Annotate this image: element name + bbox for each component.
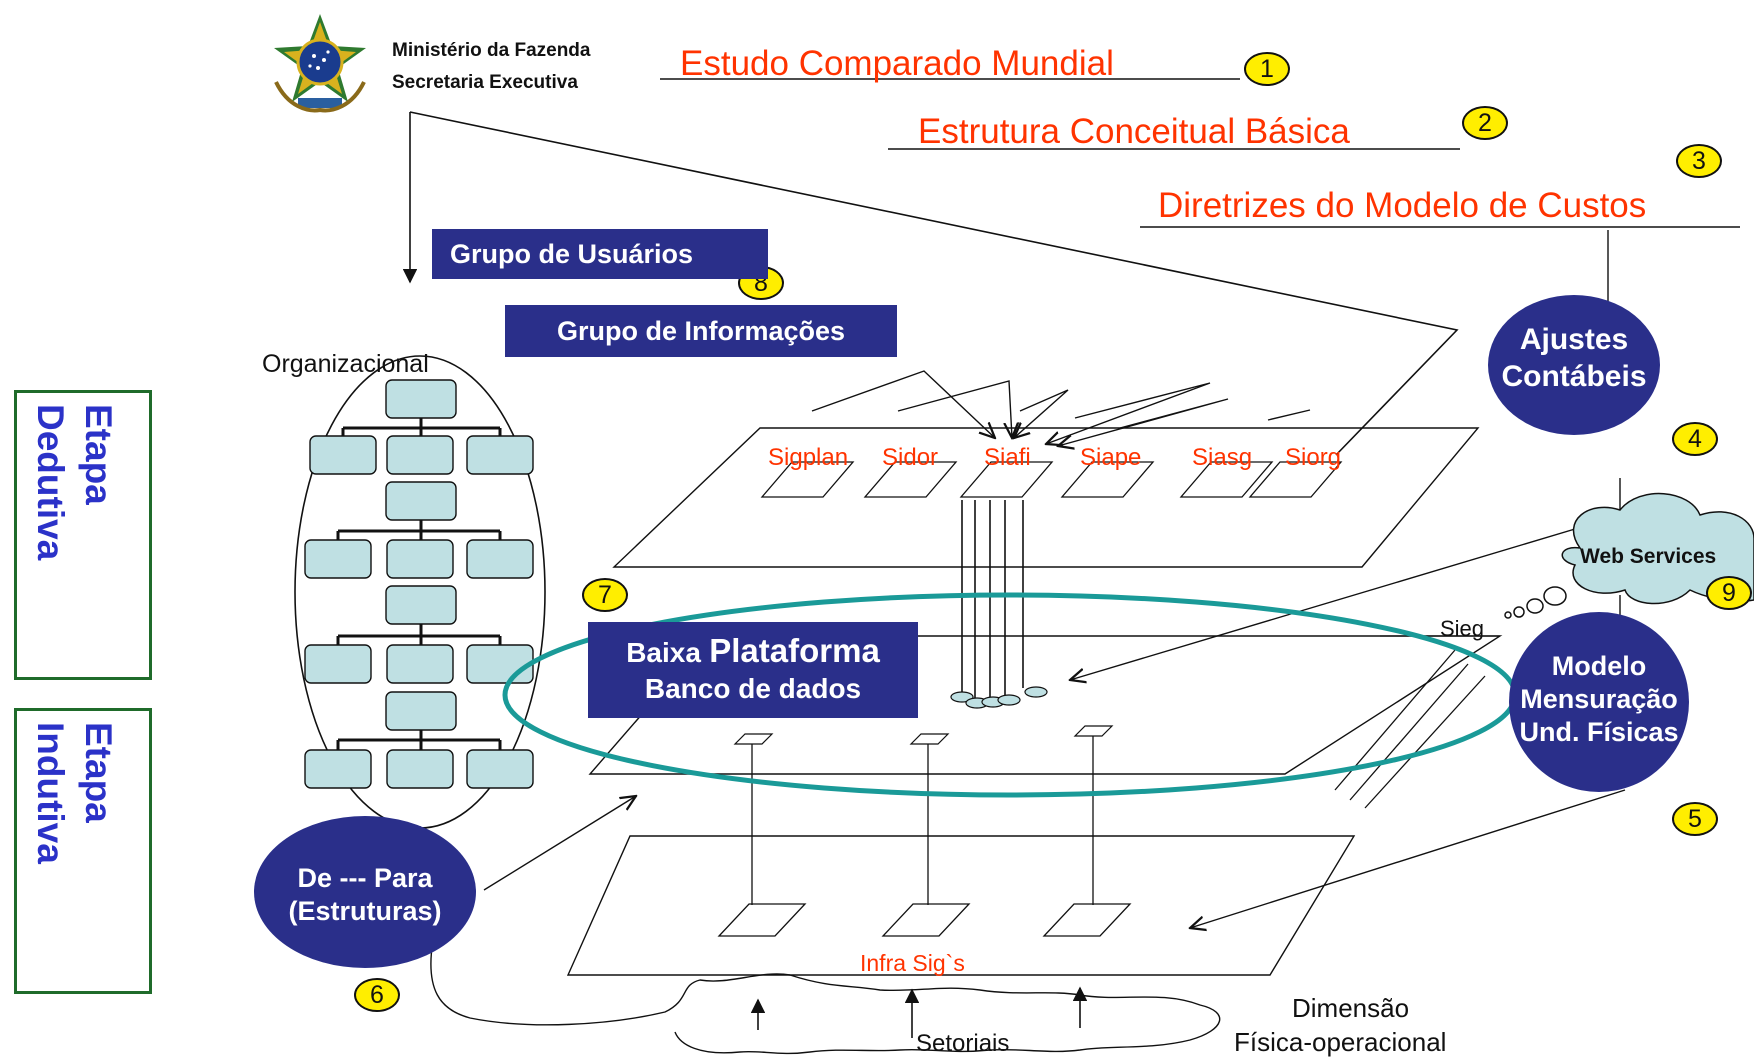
badge-5: 5	[1672, 802, 1718, 836]
title-diretrizes-modelo: Diretrizes do Modelo de Custos	[1158, 186, 1647, 225]
etapa-dedutiva-box	[14, 390, 152, 680]
badge-4: 4	[1672, 422, 1718, 456]
system-siorg: Siorg	[1285, 444, 1342, 471]
modelo-line3: Und. Físicas	[1519, 716, 1679, 747]
title-estrutura-conceitual: Estrutura Conceitual Básica	[918, 112, 1350, 151]
ajustes-line2: Contábeis	[1501, 359, 1647, 393]
modelo-line2: Mensuração	[1520, 683, 1678, 714]
badge-9: 9	[1706, 576, 1752, 610]
brazil-coat-of-arms-logo	[274, 14, 366, 113]
grupo-informacoes-box[interactable]: Grupo de Informações	[505, 305, 897, 357]
org-chart	[304, 379, 534, 789]
de-para-label: De --- Para (Estruturas)	[255, 862, 475, 928]
badge-1: 1	[1244, 52, 1290, 86]
modelo-line1: Modelo	[1551, 651, 1647, 681]
middle-plane-edges	[1334, 635, 1500, 809]
siafi-connector-lines	[961, 500, 1024, 700]
secretariat-name: Secretaria Executiva	[392, 72, 578, 93]
database-disks	[950, 686, 1048, 709]
modelo-to-infra-arrow	[1190, 789, 1626, 928]
depara-to-platform-arrow	[483, 796, 636, 891]
cloud-to-db-arrow	[1070, 525, 1586, 680]
plataforma-word-plataforma: Plataforma	[709, 632, 880, 669]
web-services-label: Web Services	[1580, 545, 1717, 568]
etapa-dedutiva-word1: Etapa	[78, 404, 119, 505]
badge-6: 6	[354, 978, 400, 1012]
system-siafi: Siafi	[984, 444, 1031, 471]
baixa-plataforma-box[interactable]: Baixa Plataforma Banco de dados	[588, 622, 918, 718]
setoriais-cloud	[430, 939, 1221, 1055]
plataforma-word-baixa: Baixa	[626, 637, 701, 668]
middle-plane-slots	[733, 725, 1114, 745]
system-siape: Siape	[1080, 444, 1142, 471]
modelo-mensuracao-oval[interactable]	[1509, 612, 1689, 792]
setoriais-label: Setoriais	[916, 1030, 1010, 1057]
badge-2: 2	[1462, 106, 1508, 140]
etapa-dedutiva-word2: Dedutiva	[30, 404, 71, 561]
system-sidor: Sidor	[882, 444, 939, 471]
bottom-plane-slots	[717, 903, 1132, 937]
plataforma-banco-dados: Banco de dados	[644, 673, 862, 704]
fisica-operacional-label: Física-operacional	[1234, 1027, 1447, 1057]
modelo-mensuracao-label: Modelo Mensuração Und. Físicas	[1509, 650, 1689, 749]
ajustes-contabeis-label: Ajustes Contábeis	[1488, 322, 1660, 395]
ajustes-contabeis-oval[interactable]	[1488, 295, 1660, 435]
infra-sigs-label: Infra Sig`s	[860, 950, 965, 976]
system-sigplan: Sigplan	[768, 444, 849, 471]
depara-line2: (Estruturas)	[288, 895, 442, 926]
badge-3: 3	[1676, 144, 1722, 178]
middle-platform-plane	[588, 635, 1503, 775]
de-para-oval[interactable]	[254, 816, 476, 968]
org-chart-links	[336, 418, 502, 750]
etapa-indutiva-word2: Indutiva	[30, 722, 71, 864]
depara-line1: De --- Para	[297, 863, 433, 893]
mid-to-bottom-lines	[751, 736, 1094, 905]
sieg-label: Sieg	[1440, 616, 1485, 641]
grupo-usuarios-box[interactable]: Grupo de Usuários	[432, 229, 768, 279]
ministry-name: Ministério da Fazenda	[392, 40, 591, 61]
bottom-infra-plane	[566, 835, 1356, 976]
title-estudo-comparado: Estudo Comparado Mundial	[680, 44, 1114, 83]
etapa-indutiva-word1: Etapa	[78, 722, 119, 823]
system-slots	[760, 461, 1343, 498]
header-to-siorg-line	[409, 111, 1459, 456]
dimensao-label: Dimensão	[1292, 993, 1410, 1023]
organizacional-label: Organizacional	[262, 350, 429, 378]
setoriais-arrows	[750, 986, 1088, 1038]
etapa-indutiva-box	[14, 708, 152, 994]
top-systems-plane	[612, 427, 1480, 568]
ajustes-line1: Ajustes	[1519, 323, 1629, 356]
info-group-arrows	[811, 370, 1311, 446]
thought-bubbles	[1504, 586, 1567, 619]
system-siasg: Siasg	[1192, 444, 1253, 471]
badge-7: 7	[582, 578, 628, 612]
